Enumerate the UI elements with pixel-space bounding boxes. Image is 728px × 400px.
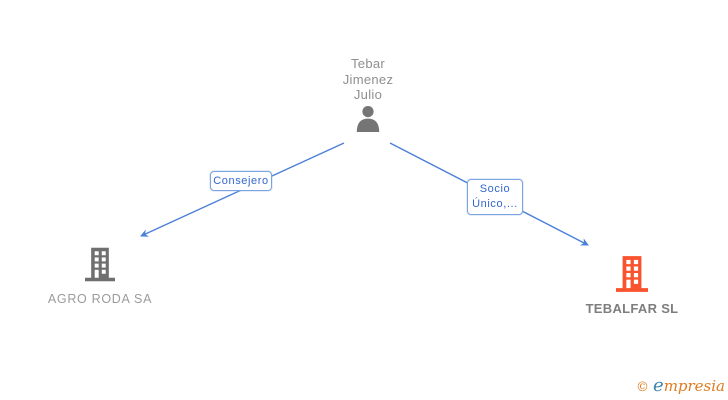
- edge-label-consejero[interactable]: Consejero: [210, 171, 272, 191]
- building-icon: [85, 246, 115, 288]
- company-node-tebalfar[interactable]: TEBALFAR SL: [558, 255, 706, 316]
- edge-label-socio-unico[interactable]: Socio Único,...: [467, 179, 523, 215]
- company-node-agro-roda[interactable]: AGRO RODA SA: [28, 246, 172, 306]
- company-name: AGRO RODA SA: [47, 292, 153, 306]
- building-icon: [616, 255, 648, 298]
- empresia-logo[interactable]: ©empresia: [636, 375, 725, 396]
- brand-name: mpresia: [663, 377, 725, 395]
- person-icon: [354, 105, 382, 132]
- copyright-icon: ©: [636, 380, 650, 395]
- brand-initial: e: [653, 375, 664, 396]
- company-name: TEBALFAR SL: [585, 301, 679, 316]
- person-name: Tebar Jimenez Julio: [342, 56, 394, 102]
- person-node[interactable]: Tebar Jimenez Julio: [298, 56, 438, 137]
